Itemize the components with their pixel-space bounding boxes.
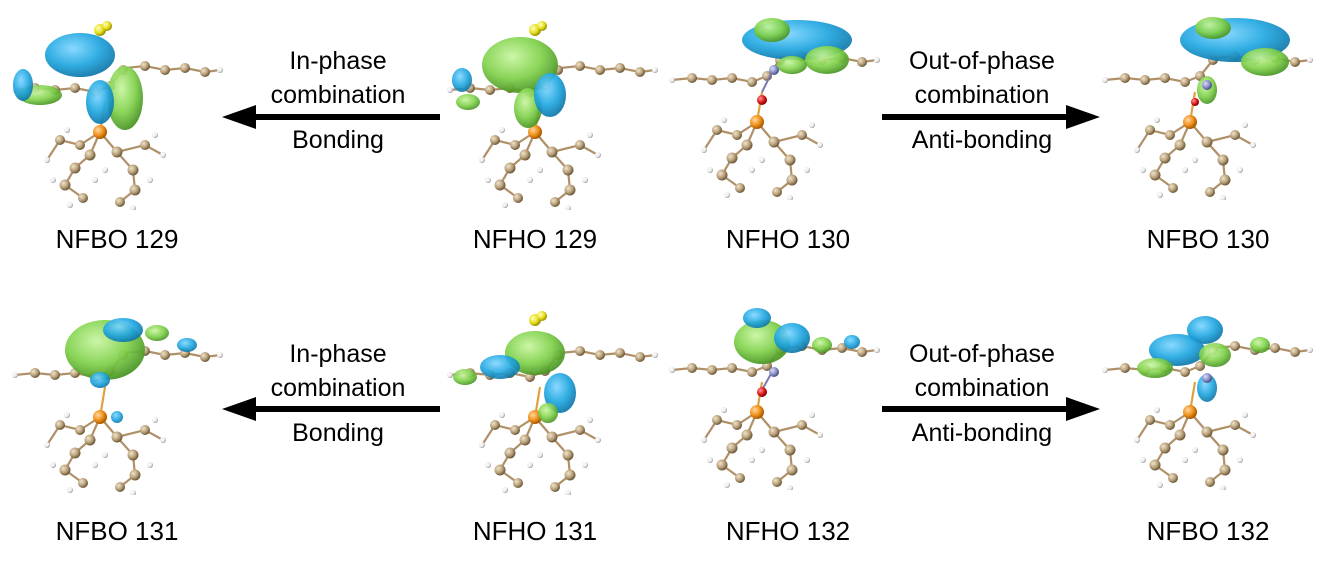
orbital-nfho-130 xyxy=(662,10,887,200)
orbital-nfbo-129 xyxy=(5,20,230,210)
right-arrow xyxy=(882,102,1100,132)
arrow-caption-bottom: Bonding xyxy=(292,419,384,447)
orbital-nfbo-132 xyxy=(1095,300,1320,490)
molecule-label: NFBO 132 xyxy=(1146,516,1270,546)
molecule-label: NFHO 130 xyxy=(725,224,851,254)
right-arrow xyxy=(882,394,1100,424)
orbital-nfbo-131 xyxy=(5,305,230,495)
molecule-label: NFBO 129 xyxy=(55,224,179,254)
left-arrow xyxy=(222,394,440,424)
arrow-caption-bottom: Bonding xyxy=(292,126,384,154)
left-arrow xyxy=(222,102,440,132)
arrow-caption-bottom: Anti-bonding xyxy=(911,419,1053,447)
orbital-nfho-132 xyxy=(662,300,887,490)
molecule-label: NFBO 130 xyxy=(1146,224,1270,254)
molecule-label: NFBO 131 xyxy=(55,516,179,546)
arrow-caption-bottom: Anti-bonding xyxy=(911,126,1053,154)
orbital-nfbo-130 xyxy=(1095,10,1320,200)
orbital-nfho-131 xyxy=(440,305,665,495)
molecule-label: NFHO 132 xyxy=(725,516,851,546)
molecule-label: NFHO 129 xyxy=(472,224,598,254)
orbital-nfho-129 xyxy=(440,20,665,210)
molecule-label: NFHO 131 xyxy=(472,516,598,546)
